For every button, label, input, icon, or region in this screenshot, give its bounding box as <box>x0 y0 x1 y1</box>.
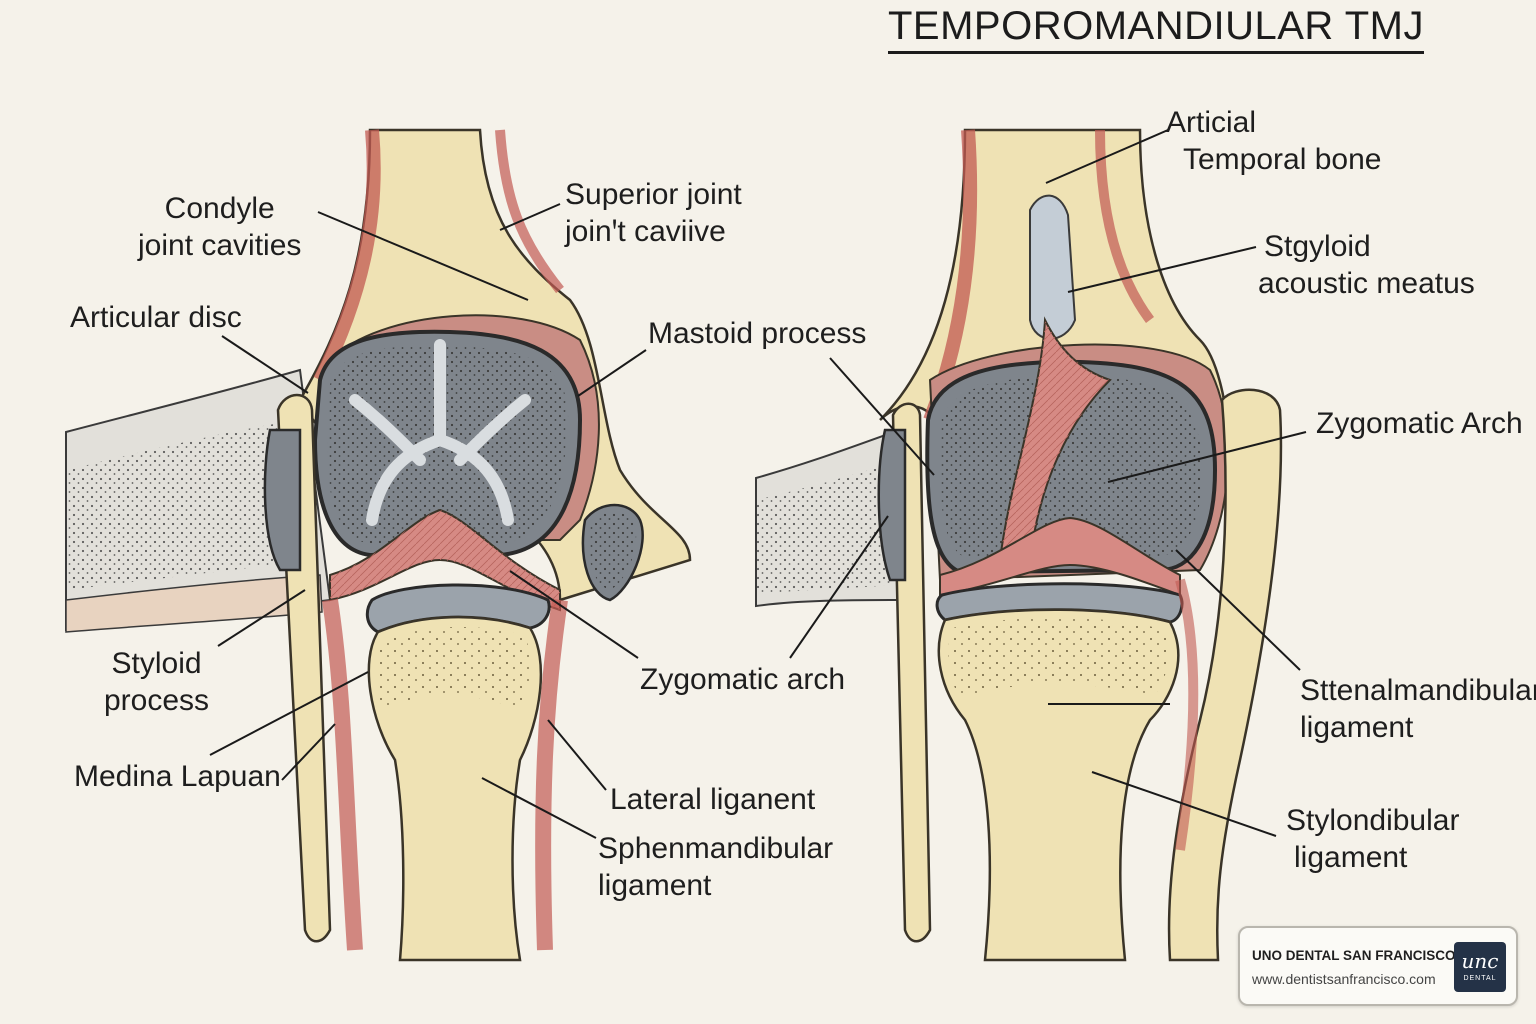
label-zygomatic-right: Zygomatic Arch <box>1316 407 1523 440</box>
label-stylond-line1: Stylondibular <box>1286 804 1460 837</box>
label-sphen-line2: ligament <box>598 869 712 902</box>
leader-lines <box>209 129 1307 839</box>
leader-mastoid <box>577 349 647 397</box>
label-styloid-line1: Styloid <box>111 647 202 680</box>
right-meatus <box>1029 194 1077 340</box>
label-zygomatic-left: Zygomatic arch <box>640 663 846 696</box>
label-sttenal: Sttenalmandibular ligament <box>1300 672 1536 746</box>
label-stgyloid: Stgyloid acoustic meatus <box>1258 228 1475 302</box>
left-lower-bone <box>367 615 543 962</box>
label-styloid: Styloid process <box>104 645 209 719</box>
leader-zyg-left <box>789 515 889 659</box>
label-stylond: Stylondibular ligament <box>1286 802 1459 876</box>
label-articial: Articial Temporal bone <box>1166 104 1381 178</box>
brand-logo-icon: unc DENTAL <box>1454 942 1506 992</box>
label-medina: Medina Lapuan <box>74 760 281 793</box>
label-stgyloid-line2: acoustic meatus <box>1258 267 1475 300</box>
brand-name: UNO DENTAL SAN FRANCISCO <box>1252 948 1456 963</box>
label-mastoid: Mastoid process <box>648 317 867 350</box>
brand-logo-text: unc <box>1461 949 1499 973</box>
leader-sphen <box>481 777 597 839</box>
diagram-title: TEMPOROMANDIULAR TMJ <box>888 4 1424 54</box>
leader-medina <box>209 671 369 756</box>
brand-logo-sub: DENTAL <box>1463 975 1497 982</box>
leader-mastoid-r <box>829 357 935 476</box>
right-tall-bone <box>1167 388 1283 962</box>
left-joint <box>65 128 692 962</box>
brand-url[interactable]: www.dentistsanfrancisco.com <box>1252 971 1436 987</box>
leader-condyle <box>317 211 529 301</box>
leader-articial <box>1045 129 1169 184</box>
label-sphen: Sphenmandibular ligament <box>598 830 833 904</box>
leader-zygomatic <box>509 570 639 659</box>
label-sttenal-line1: Sttenalmandibular <box>1300 674 1536 707</box>
label-superior-line1: Superior joint <box>565 178 742 211</box>
right-ligament-a <box>1175 578 1199 851</box>
right-lower-bone <box>937 608 1180 962</box>
leader-superior <box>499 203 561 231</box>
label-styloid-line2: process <box>104 684 210 717</box>
brand-badge[interactable]: UNO DENTAL SAN FRANCISCO www.dentistsanf… <box>1238 926 1518 1006</box>
left-ligament-b <box>535 598 568 951</box>
label-articial-line1: Articial <box>1166 106 1257 139</box>
label-condyle-line2: joint cavities <box>138 229 302 262</box>
right-joint <box>755 128 1283 962</box>
label-articial-line2: Temporal bone <box>1183 143 1382 176</box>
leader-sttenal <box>1175 549 1301 671</box>
leader-zygomatic-r <box>1107 431 1307 483</box>
leader-articular <box>221 335 309 394</box>
label-stgyloid-line1: Stgyloid <box>1264 230 1371 263</box>
leader-stgyloid <box>1067 246 1257 293</box>
leader-styloid <box>217 589 306 647</box>
label-sttenal-line2: ligament <box>1300 711 1414 744</box>
label-stylond-line2: ligament <box>1294 841 1408 874</box>
label-lateral: Lateral liganent <box>610 783 816 816</box>
label-condyle-line1: Condyle <box>164 192 275 225</box>
leader-medina-2 <box>281 723 336 781</box>
left-ligament-a <box>322 598 363 951</box>
leader-lateral <box>547 719 607 791</box>
leader-stylond <box>1091 771 1277 837</box>
label-superior: Superior joint joinꞌt caviive <box>565 176 742 250</box>
right-articular-disc <box>939 516 1181 597</box>
label-sphen-line1: Sphenmandibular <box>598 832 834 865</box>
label-superior-line2: joinꞌt caviive <box>565 215 726 248</box>
label-condyle: Condyle joint cavities <box>138 190 301 264</box>
label-articular-disc: Articular disc <box>70 301 242 334</box>
left-trabecula <box>349 339 531 526</box>
left-vessel-a <box>313 129 381 384</box>
